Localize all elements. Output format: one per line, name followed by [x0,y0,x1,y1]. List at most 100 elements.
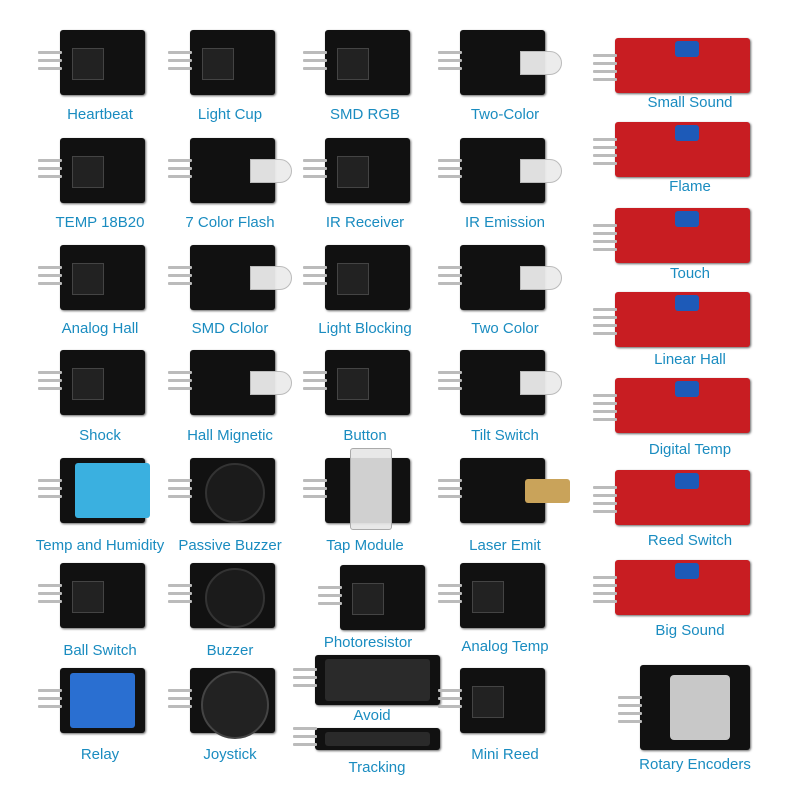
header-pin [438,166,462,170]
joystick-cap [200,670,269,739]
header-pin [438,583,462,587]
header-pin [593,401,617,405]
module-label: Touch [669,265,711,282]
header-pin [168,370,192,374]
header-pin [593,591,617,595]
header-pin [168,378,192,382]
module-label: Mini Reed [471,746,539,763]
header-pin [438,273,462,277]
header-pin [38,58,62,62]
module-label: Analog Temp [461,638,549,655]
component [72,48,104,80]
header-pin [438,174,462,178]
header-pin [303,370,327,374]
header-pin [303,58,327,62]
component [72,156,104,188]
header-pin [593,599,617,603]
led [250,158,292,183]
module-label: Rotary Encoders [639,756,751,773]
header-pin [318,593,342,597]
header-pin [438,370,462,374]
header-pin [38,494,62,498]
header-pin [293,727,317,730]
header-pin [318,585,342,589]
header-pin [593,417,617,421]
header-pin [303,378,327,382]
header-pin [38,591,62,595]
header-pin [293,668,317,671]
module-label: SMD RGB [329,106,401,123]
module-label: Flame [669,178,711,195]
header-pin [593,137,617,141]
header-pin [168,583,192,587]
header-pin [593,509,617,513]
header-pin [38,688,62,692]
potentiometer [675,381,699,397]
header-pin [38,66,62,70]
module-label: Avoid [353,707,391,724]
potentiometer [675,125,699,141]
led [250,265,292,290]
header-pin [593,69,617,73]
header-pin [303,281,327,285]
header-pin [293,684,317,687]
module-label: Small Sound [647,94,733,111]
potentiometer [675,295,699,311]
buzzer [204,462,265,523]
header-pin [438,494,462,498]
component [72,581,104,613]
header-pin [38,696,62,700]
led [520,370,562,395]
header-pin [38,158,62,162]
header-pin [593,393,617,397]
header-pin [38,378,62,382]
header-pin [438,265,462,269]
module-label: IR Receiver [325,214,405,231]
component [337,263,369,295]
module-label: Tap Module [326,537,404,554]
header-pin [303,486,327,490]
header-pin [593,77,617,81]
header-pin [38,166,62,170]
header-pin [303,166,327,170]
header-pin [593,501,617,505]
header-pin [438,386,462,390]
header-pin [618,695,642,699]
header-pin [303,273,327,277]
header-pin [593,315,617,319]
module-label: Passive Buzzer [178,537,282,554]
header-pin [593,331,617,335]
header-pin [618,711,642,715]
relay-block [70,673,135,728]
header-pin [593,323,617,327]
header-pin [593,53,617,57]
component [202,48,234,80]
header-pin [438,66,462,70]
header-pin [303,50,327,54]
header-pin [303,66,327,70]
header-pin [593,307,617,311]
header-pin [318,601,342,605]
header-pin [593,575,617,579]
header-pin [38,583,62,587]
header-pin [593,231,617,235]
module-label: Relay [80,746,120,763]
potentiometer [675,41,699,57]
module-label: 7 Color Flash [185,214,275,231]
potentiometer [675,473,699,489]
dht-sensor [75,463,150,518]
module-label: Laser Emit [469,537,541,554]
header-pin [593,61,617,65]
header-pin [618,703,642,707]
led [520,265,562,290]
header-pin [168,591,192,595]
header-pin [168,696,192,700]
header-pin [38,174,62,178]
sensor-chip [325,732,430,746]
header-pin [168,494,192,498]
header-pin [438,478,462,482]
header-pin [438,58,462,62]
header-pin [438,696,462,700]
header-pin [618,719,642,723]
component [472,581,504,613]
